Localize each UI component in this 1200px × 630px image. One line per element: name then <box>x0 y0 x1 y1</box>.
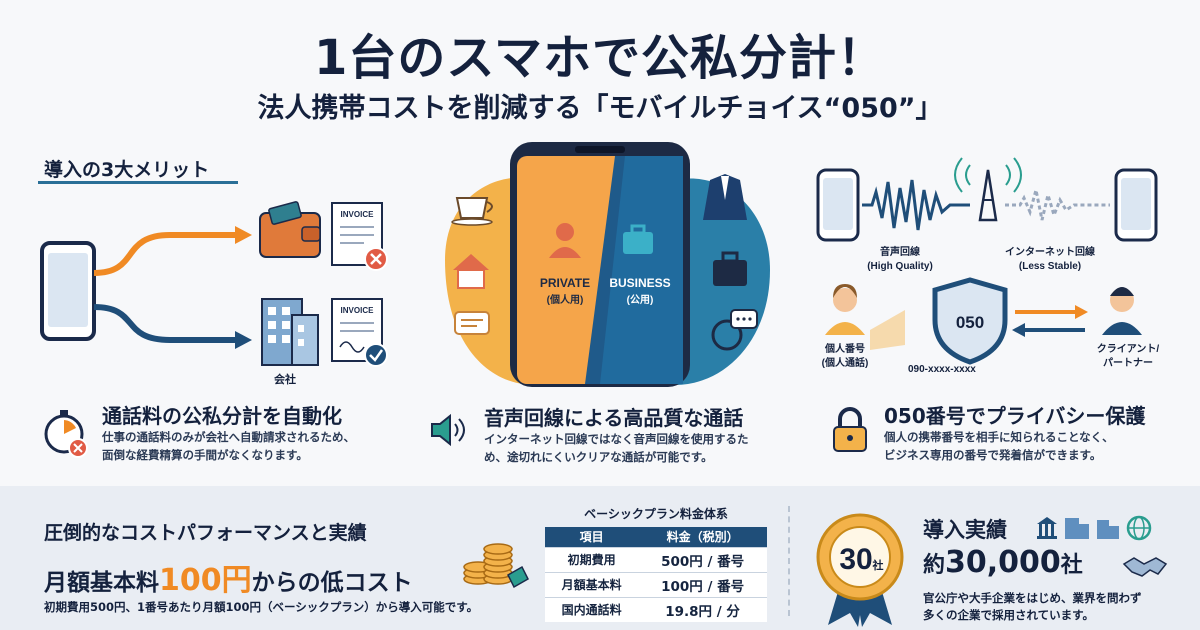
feature-2-desc-1: インターネット回線ではなく音声回線を使用するた <box>484 432 749 446</box>
badge-number: 30 <box>839 543 872 576</box>
badge-unit: 社 <box>872 558 884 572</box>
page-subtitle: 法人携帯コストを削減する「モバイルチョイス“050”」 <box>257 93 943 124</box>
client-sub: パートナー <box>1103 357 1153 369</box>
feature-2-desc-2: め、途切れにくいクリアな通話が可能です。 <box>484 450 713 464</box>
achievement-count: 30,000 <box>945 545 1061 580</box>
handshake-icon <box>1122 557 1168 577</box>
table-row: 国内通話料 19.8円 / 分 <box>545 596 767 622</box>
briefcase-icon <box>623 224 653 254</box>
achievement-suffix: 社 <box>1060 553 1083 578</box>
plan-table-caption: ベーシックプラン料金体系 <box>584 507 728 521</box>
feature-2-title: 音声回線による高品質な通話 <box>484 406 744 430</box>
masked-number: 090-xxxx-xxxx <box>908 364 976 375</box>
shield-number: 050 <box>956 313 984 332</box>
office-building-icon <box>1065 518 1089 539</box>
cost-headline: 月額基本料100円からの低コスト <box>44 555 413 599</box>
feature-3-title: 050番号でプライバシー保護 <box>884 404 1146 428</box>
feature-1-desc-1: 仕事の通話料のみが会社へ自動請求されるため、 <box>102 430 355 444</box>
building-icon <box>261 298 319 366</box>
feature-3-desc-1: 個人の携帯番号を相手に知られることなく、 <box>884 430 1114 444</box>
feature-1-desc-2: 面倒な経費精算の手間がなくなります。 <box>102 448 308 462</box>
table-row: 月額基本料 100円 / 番号 <box>545 571 767 597</box>
industry-icons <box>1037 515 1152 541</box>
business-label: BUSINESS <box>609 276 670 290</box>
plan-header-item: 項目 <box>545 527 639 547</box>
achievement-heading: 導入実績 <box>923 518 1007 542</box>
invoice-approved-icon: INVOICE <box>331 298 388 367</box>
personal-number-sub: (個人通話) <box>822 356 869 369</box>
signal-tower-icon <box>954 157 1022 222</box>
phone-small-icon <box>40 241 96 341</box>
internet-wave <box>1005 189 1110 221</box>
private-sub: (個人用) <box>547 293 584 306</box>
svg-text:INVOICE: INVOICE <box>341 210 375 219</box>
achievement-desc-2: 多くの企業で採用されています。 <box>923 608 1095 622</box>
client-label: クライアント/ <box>1097 343 1160 355</box>
cost-prefix: 月額基本料 <box>44 570 159 596</box>
factory-icon <box>1097 520 1119 539</box>
personal-number-label: 個人番号 <box>824 342 865 355</box>
coffee-cup-icon <box>451 197 493 226</box>
voice-line-label: 音声回線 <box>880 245 920 258</box>
dual-phone-illustration: PRIVATE (個人用) BUSINESS (公用) <box>445 142 770 387</box>
achievement-prefix: 約 <box>923 553 946 578</box>
globe-icon <box>1126 515 1152 541</box>
cost-suffix: からの低コスト <box>251 570 413 596</box>
achievement-desc-1: 官公庁や大手企業をはじめ、業界を問わず <box>923 591 1142 605</box>
shield-icon: 050 <box>932 277 1008 365</box>
internet-line-label: インターネット回線 <box>1005 245 1095 258</box>
chat-bubble-icon <box>454 311 490 335</box>
person-icon <box>549 223 581 258</box>
merits-underline <box>38 181 238 184</box>
cost-note: 初期費用500円、1番号あたり月額100円（ベーシックプラン）から導入可能です。 <box>44 600 479 614</box>
feature-1-title: 通話料の公私分計を自動化 <box>102 404 342 428</box>
feature-3-desc-2: ビジネス専用の番号で発着信ができます。 <box>884 448 1102 462</box>
table-row: 初期費用 500円 / 番号 <box>545 546 767 572</box>
stopwatch-icon <box>44 410 88 458</box>
government-icon <box>1037 517 1057 539</box>
divider <box>788 506 790 616</box>
padlock-icon <box>833 407 867 452</box>
suit-icon <box>703 174 747 220</box>
two-way-arrow-icon <box>1012 305 1088 337</box>
woman-avatar-icon <box>825 284 865 335</box>
cost-heading: 圧倒的なコストパフォーマンスと実績 <box>44 522 367 544</box>
cost-highlight: 100円 <box>159 563 252 598</box>
plan-table: 項目 料金（税別） 初期費用 500円 / 番号 月額基本料 100円 / 番号… <box>545 527 767 622</box>
merits-heading: 導入の3大メリット <box>44 159 210 181</box>
page-title: 1台のスマホで公私分計！ <box>314 30 886 86</box>
phone-left-icon <box>816 168 860 242</box>
speaker-icon <box>431 413 465 447</box>
company-label: 会社 <box>274 372 296 386</box>
award-badge-icon: 30 社 <box>816 513 904 627</box>
business-sub: (公用) <box>627 294 654 306</box>
achievement-number: 約30,000社 <box>923 545 1083 580</box>
internet-line-sub: (Less Stable) <box>1019 261 1081 272</box>
line-quality-diagram: 音声回線 (High Quality) インターネット回線 (Less Stab… <box>816 157 1160 375</box>
voice-wave <box>862 179 970 231</box>
private-label: PRIVATE <box>540 276 590 290</box>
house-icon <box>453 254 489 289</box>
invoice-icon: INVOICE <box>331 202 388 271</box>
svg-text:INVOICE: INVOICE <box>341 306 375 315</box>
phone-chat-icon <box>711 309 758 351</box>
billing-split-diagram: INVOICE 会社 INVOICE <box>40 201 388 386</box>
wallet-icon <box>259 201 321 258</box>
phone-right-icon <box>1114 168 1158 242</box>
bag-icon <box>713 251 747 286</box>
voice-line-sub: (High Quality) <box>867 261 933 272</box>
businessman-avatar-icon <box>1102 287 1142 335</box>
plan-header-price: 料金（税別） <box>638 527 767 547</box>
coins-icon <box>463 543 529 589</box>
